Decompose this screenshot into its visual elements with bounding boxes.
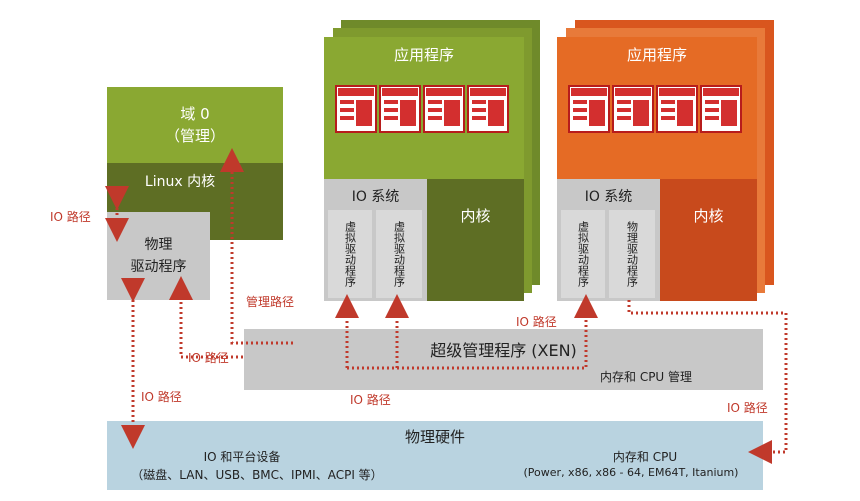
hardware-cpu-detail: (Power, x86, x86 - 64, EM64T, Itanium) xyxy=(523,466,739,479)
app-window-icon xyxy=(335,85,377,133)
vm1-vdriver-1: 虚拟驱动程序 xyxy=(328,210,372,298)
io-path-label-center: IO 路径 xyxy=(516,315,557,329)
io-path-label-right: IO 路径 xyxy=(727,401,768,415)
vm1-vdriver-2: 虚拟驱动程序 xyxy=(376,210,422,298)
app-window-icon xyxy=(379,85,421,133)
domain0-title-area: 域 0 （管理） xyxy=(107,87,283,163)
vm2-kernel-label: 内核 xyxy=(693,206,724,225)
app-window-icon xyxy=(700,85,742,133)
app-window-icon xyxy=(612,85,654,133)
vm1-vdriver-2-label: 虚拟驱动程序 xyxy=(392,221,406,287)
app-window-icon xyxy=(656,85,698,133)
physical-driver-line1: 物理 xyxy=(144,237,173,253)
app-window-icon xyxy=(467,85,509,133)
vm1-app-icons xyxy=(334,84,514,136)
vm1-io-system-label: IO 系统 xyxy=(351,189,400,205)
vm2-vdriver-1: 虚拟驱动程序 xyxy=(561,210,605,298)
physical-driver-box: 物理 驱动程序 xyxy=(107,212,210,300)
vm2-vdriver-2-label: 物理驱动程序 xyxy=(625,221,639,287)
xen-title: 超级管理程序 (XEN) xyxy=(430,341,577,360)
linux-kernel-label: Linux 内核 xyxy=(144,174,216,190)
vm2-apps-label: 应用程序 xyxy=(626,46,687,64)
vm1-vdriver-1-label: 虚拟驱动程序 xyxy=(343,221,357,287)
domain0-subtitle: （管理） xyxy=(164,127,225,145)
xen-subtitle: 内存和 CPU 管理 xyxy=(600,370,693,384)
io-path-label-bottom: IO 路径 xyxy=(141,390,182,404)
hardware-title: 物理硬件 xyxy=(404,428,465,446)
app-window-icon xyxy=(423,85,465,133)
vm2-app-icons xyxy=(567,84,747,136)
vm2-io-system-label: IO 系统 xyxy=(584,189,633,205)
hardware-io-detail: （磁盘、LAN、USB、BMC、IPMI、ACPI 等） xyxy=(131,468,383,482)
domain0-title: 域 0 xyxy=(180,105,210,123)
vm1-app-icons-svg xyxy=(335,85,509,133)
app-window-icon xyxy=(568,85,610,133)
vm1-apps-label: 应用程序 xyxy=(393,46,454,64)
vm2-vdriver-1-label: 虚拟驱动程序 xyxy=(576,221,590,287)
mgmt-path-label: 管理路径 xyxy=(246,295,295,309)
vm1-kernel-label: 内核 xyxy=(460,206,491,225)
vm2-vdriver-2: 物理驱动程序 xyxy=(609,210,655,298)
io-path-label-mid: IO 路径 xyxy=(188,351,229,365)
io-path-label-left: IO 路径 xyxy=(50,210,91,224)
physical-driver-line2: 驱动程序 xyxy=(130,259,187,275)
hardware-cpu-title: 内存和 CPU xyxy=(612,450,678,464)
vm2-app-icons-svg xyxy=(568,85,742,133)
io-path-label-lower: IO 路径 xyxy=(350,393,391,407)
hardware-io-title: IO 和平台设备 xyxy=(203,450,281,464)
